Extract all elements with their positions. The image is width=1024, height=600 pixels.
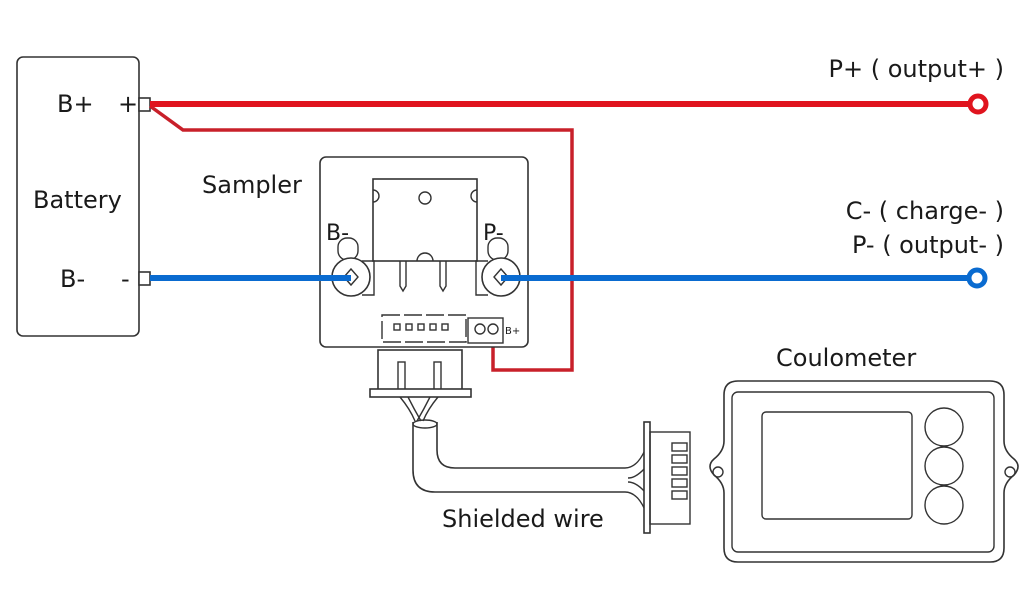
coulometer-button-2 bbox=[924, 446, 964, 486]
battery-negative-terminal bbox=[138, 271, 151, 286]
sense-pin-block bbox=[467, 317, 504, 344]
coulometer-screen bbox=[761, 411, 913, 520]
coulometer-button-3 bbox=[924, 485, 964, 525]
sampler-terminal-left-label: B- bbox=[326, 221, 349, 246]
battery-body bbox=[16, 56, 140, 337]
mount-hole-left bbox=[712, 466, 724, 478]
sampler-terminal-right-label: P- bbox=[483, 221, 504, 246]
battery-negative-sign: - bbox=[121, 265, 130, 293]
sampler-label: Sampler bbox=[202, 171, 302, 199]
shielded-wire-label: Shielded wire bbox=[442, 505, 604, 533]
coulometer-housing bbox=[709, 380, 1019, 563]
output-negative-label: P- ( output- ) bbox=[852, 231, 1004, 259]
coulometer-button-1 bbox=[924, 407, 964, 447]
coulometer-label: Coulometer bbox=[776, 344, 916, 372]
data-connector bbox=[381, 314, 467, 343]
sense-pin-label: B+ bbox=[505, 326, 520, 337]
sense-wire bbox=[148, 104, 574, 372]
mount-hole-right bbox=[1004, 466, 1016, 478]
charge-negative-label: C- ( charge- ) bbox=[846, 197, 1004, 225]
battery-positive-label: B+ bbox=[57, 90, 94, 118]
coulometer-connector bbox=[643, 421, 691, 534]
coulometer bbox=[709, 380, 1019, 563]
sampler-board bbox=[319, 156, 529, 348]
negative-output-terminal bbox=[966, 267, 988, 289]
sampler-plug bbox=[369, 349, 472, 422]
battery-positive-sign: + bbox=[118, 90, 138, 118]
shielded-cable bbox=[412, 422, 625, 493]
shunt-hole bbox=[418, 191, 432, 205]
positive-output-label: P+ ( output+ ) bbox=[829, 55, 1004, 83]
battery-negative-label: B- bbox=[60, 265, 85, 293]
battery-label: Battery bbox=[33, 186, 122, 214]
positive-output-terminal bbox=[967, 93, 989, 115]
battery-positive-terminal bbox=[138, 97, 151, 112]
battery bbox=[16, 56, 151, 337]
